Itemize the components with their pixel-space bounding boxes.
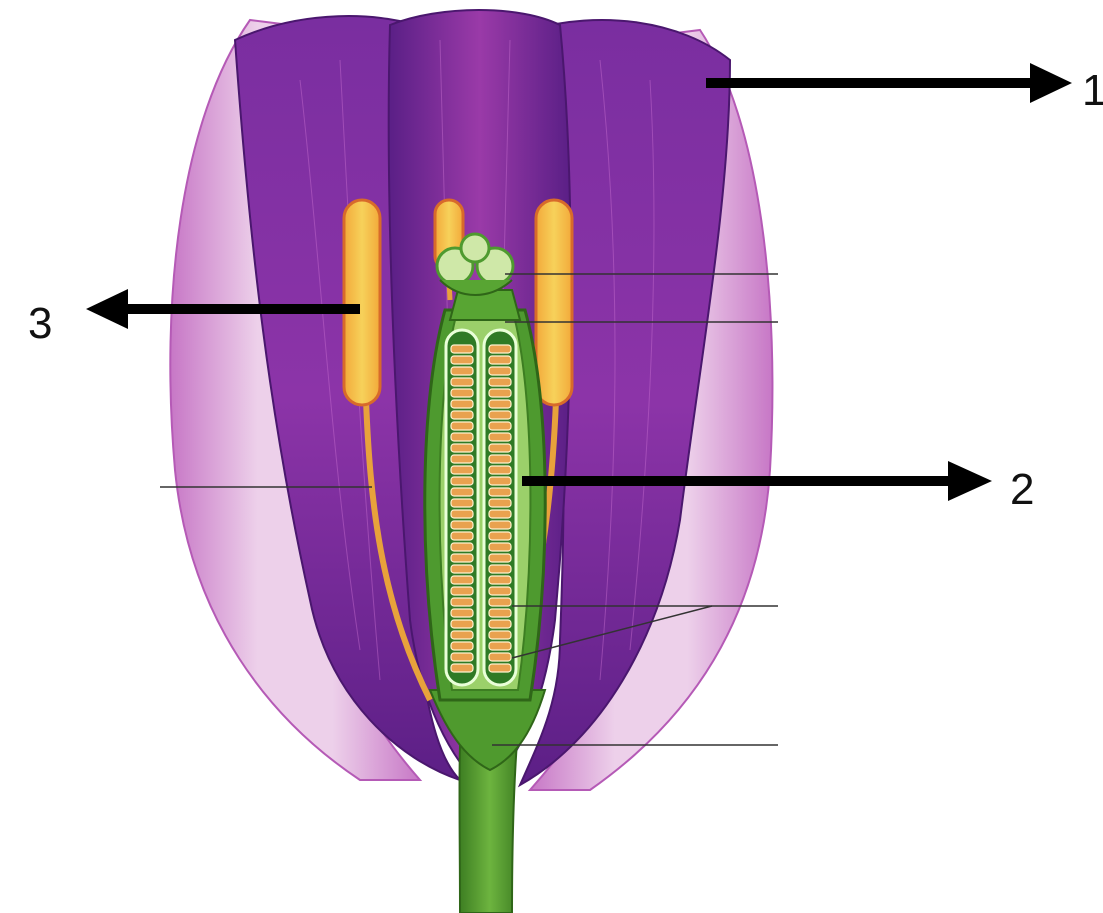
ovule (489, 598, 511, 606)
ovule (451, 345, 473, 353)
ovule (489, 422, 511, 430)
ovule (451, 411, 473, 419)
ovule (489, 433, 511, 441)
ovule (489, 543, 511, 551)
ovule (451, 653, 473, 661)
ovule (489, 554, 511, 562)
ovule (451, 356, 473, 364)
ovule (489, 653, 511, 661)
ovule (489, 488, 511, 496)
ovule (451, 565, 473, 573)
ovule (489, 642, 511, 650)
ovule (451, 554, 473, 562)
ovule (489, 532, 511, 540)
ovule (451, 532, 473, 540)
anther-right (536, 200, 572, 405)
ovule (489, 389, 511, 397)
ovule (451, 587, 473, 595)
ovule (489, 444, 511, 452)
ovule (451, 499, 473, 507)
ovule (451, 466, 473, 474)
ovule (451, 400, 473, 408)
ovule (489, 499, 511, 507)
ovule (489, 620, 511, 628)
ovule (489, 576, 511, 584)
ovule (451, 433, 473, 441)
ovule (489, 609, 511, 617)
label-3: 3 (28, 302, 52, 346)
ovule (451, 378, 473, 386)
ovule (451, 488, 473, 496)
label-1: 1 (1082, 69, 1103, 113)
ovule (489, 477, 511, 485)
ovule (451, 444, 473, 452)
ovule (451, 664, 473, 672)
ovule (489, 631, 511, 639)
ovule (451, 598, 473, 606)
ovule (451, 455, 473, 463)
ovule (489, 378, 511, 386)
ovule (451, 576, 473, 584)
ovule (451, 631, 473, 639)
ovule (489, 367, 511, 375)
label-2: 2 (1010, 468, 1034, 512)
ovule (489, 521, 511, 529)
ovule (451, 367, 473, 375)
ovule (489, 565, 511, 573)
ovule (489, 345, 511, 353)
ovule (489, 587, 511, 595)
ovule (451, 543, 473, 551)
ovule (489, 455, 511, 463)
ovule (489, 356, 511, 364)
ovule (489, 466, 511, 474)
arrow-1-icon (706, 63, 1072, 103)
ovule (489, 510, 511, 518)
ovule (451, 389, 473, 397)
ovule (451, 477, 473, 485)
ovule (451, 609, 473, 617)
ovule (489, 400, 511, 408)
ovule (451, 642, 473, 650)
ovule (451, 521, 473, 529)
ovule (451, 620, 473, 628)
ovule (451, 510, 473, 518)
ovule (451, 422, 473, 430)
ovule (489, 664, 511, 672)
ovule (489, 411, 511, 419)
anther-left (344, 200, 380, 405)
